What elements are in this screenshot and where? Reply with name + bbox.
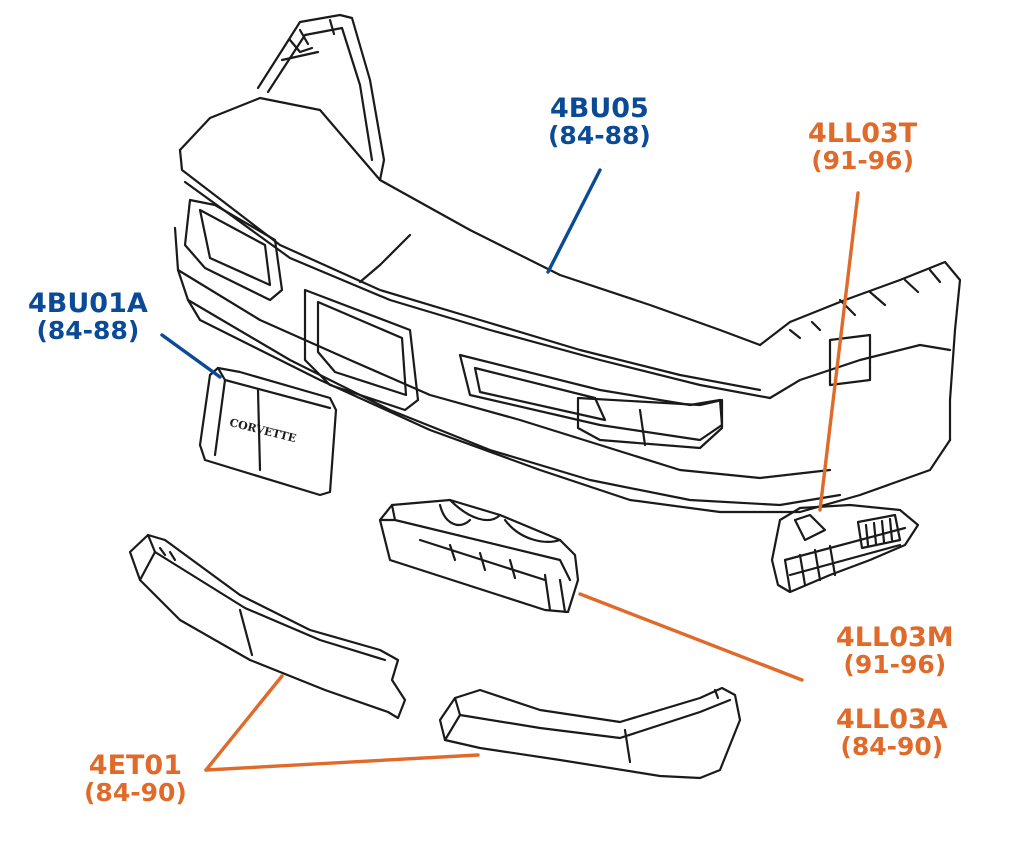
leader-line-4ll03t — [818, 191, 860, 512]
part-number: 4BU05 — [549, 93, 649, 124]
year-range: (91-96) — [843, 650, 947, 680]
label-4bu05: 4BU05 (84-88) — [548, 93, 651, 151]
part-number: 4LL03M — [836, 622, 954, 653]
turn-signal-light — [770, 503, 920, 594]
leader-line-4et01-corner — [204, 753, 480, 772]
leader-line-4et01-strip — [204, 674, 284, 772]
corner-trim-piece — [438, 686, 742, 780]
part-number: 4ET01 — [88, 750, 183, 781]
plate-lettering: CORVETTE — [228, 416, 297, 445]
label-4bu01a: 4BU01A (84-88) — [28, 288, 148, 346]
year-range: (84-90) — [84, 778, 187, 808]
label-4ll03a: 4LL03A (84-90) — [836, 704, 948, 762]
year-range: (84-88) — [548, 121, 651, 151]
year-range: (84-90) — [840, 732, 944, 762]
leader-line-4ll03m — [578, 592, 804, 682]
part-number: 4BU01A — [28, 288, 148, 319]
lower-trim-strip — [128, 533, 407, 720]
label-4ll03m: 4LL03M (91-96) — [836, 622, 954, 680]
license-plate-bracket — [198, 366, 338, 497]
part-number: 4LL03A — [836, 704, 948, 735]
leader-line-4bu05 — [546, 168, 602, 274]
label-4ll03t: 4LL03T (91-96) — [808, 118, 918, 176]
year-range: (84-88) — [36, 316, 140, 346]
marker-light-housing — [378, 498, 580, 614]
leader-line-4bu01a — [160, 333, 222, 379]
year-range: (91-96) — [811, 146, 914, 176]
bumper-cover — [173, 13, 962, 514]
part-number: 4LL03T — [808, 118, 918, 149]
label-4et01: 4ET01 (84-90) — [84, 750, 187, 808]
